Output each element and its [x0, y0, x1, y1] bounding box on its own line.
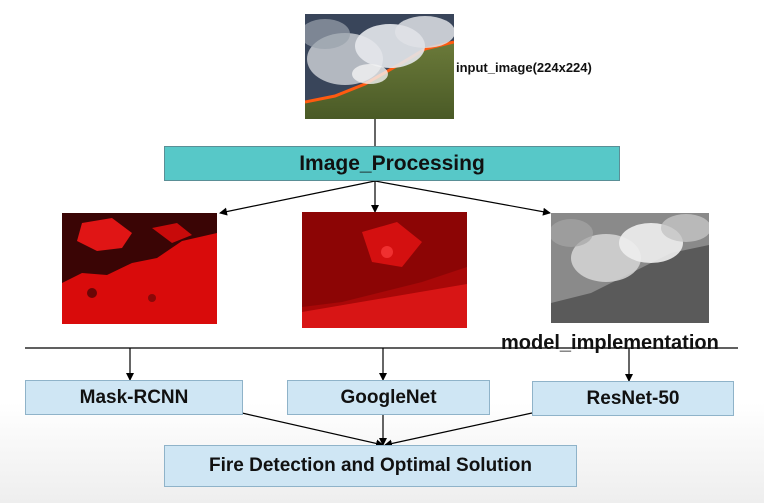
output-box: Fire Detection and Optimal Solution: [164, 445, 577, 487]
mask-rcnn-to-output-arrow: [241, 412, 384, 448]
model-implementation-label: model_implementation: [501, 332, 719, 354]
resnet-50-label: ResNet-50: [586, 387, 680, 409]
processing-to-gray-image-arrow: [374, 180, 551, 216]
resnet-to-output-arrow: [384, 412, 533, 448]
image-processing-box: Image_Processing: [164, 146, 620, 181]
googlenet-label: GoogleNet: [340, 386, 437, 408]
input-image-label: input_image(224x224): [456, 60, 592, 75]
processing-to-red-image-arrow: [219, 180, 376, 216]
output-label: Fire Detection and Optimal Solution: [208, 455, 533, 476]
dark-red-filtered-image: [302, 212, 467, 328]
red-filtered-image: [62, 213, 217, 324]
mask-rcnn-label: Mask-RCNN: [79, 386, 189, 408]
resnet-50-box: ResNet-50: [532, 381, 734, 416]
input-image: [305, 14, 454, 119]
googlenet-box: GoogleNet: [287, 380, 490, 415]
mask-rcnn-box: Mask-RCNN: [25, 380, 243, 415]
image-processing-label: Image_Processing: [299, 151, 485, 175]
grayscale-image: [551, 213, 709, 323]
